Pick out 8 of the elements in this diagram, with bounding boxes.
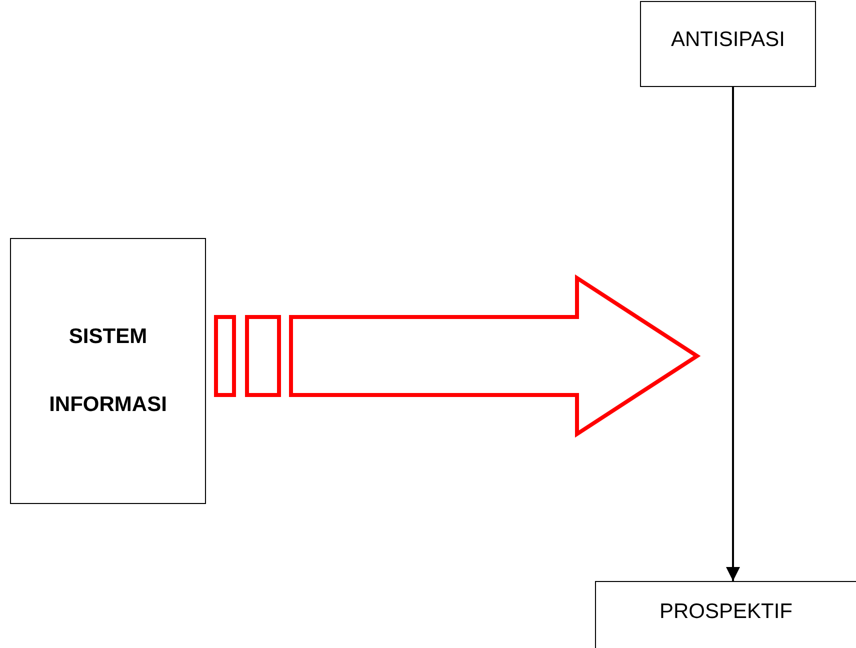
node-label: ANTISIPASI — [671, 28, 785, 52]
node-label: SISTEM INFORMASI — [48, 324, 168, 418]
arrow — [726, 87, 740, 581]
text-box — [595, 581, 856, 648]
block-arrow — [214, 274, 701, 438]
text-box — [10, 238, 206, 504]
text-box — [640, 1, 816, 87]
node-label: PROSPEKTIF — [659, 600, 793, 624]
